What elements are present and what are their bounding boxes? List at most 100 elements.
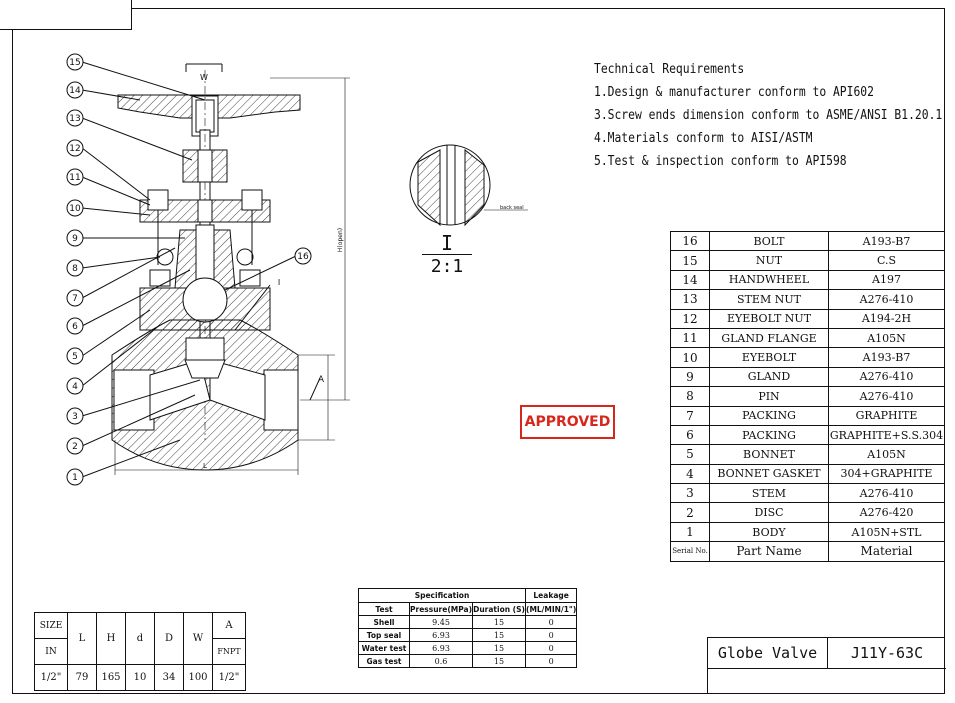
fnpt-header: FNPT: [212, 638, 246, 665]
parts-cell-part: PACKING: [709, 405, 829, 426]
callout-6: [66, 317, 84, 335]
spec-cell-pressure: 6.93: [408, 628, 474, 642]
callout-text: 12: [69, 144, 80, 154]
parts-cell-no: 13: [670, 289, 710, 310]
callout-10: [66, 199, 84, 217]
parts-cell-material: A276-420: [828, 502, 945, 523]
dim-cell: 1/2": [212, 664, 246, 691]
callout-11: [66, 168, 84, 186]
spec-cell-test: Water test: [358, 641, 410, 655]
spec-cell-pressure: 6.93: [408, 641, 474, 655]
callout-text: 14: [69, 86, 81, 96]
dim-cell: 100: [183, 664, 213, 691]
parts-cell-part: GLAND FLANGE: [709, 327, 829, 349]
spec-cell-pressure: 0.6: [408, 654, 474, 668]
callout-text: 8: [72, 264, 78, 274]
parts-cell-no: 3: [670, 483, 710, 504]
parts-cell-no: 4: [670, 463, 710, 485]
parts-cell-no: 16: [670, 230, 710, 252]
tech-item: 4.Materials conform to AISI/ASTM: [594, 131, 813, 146]
spec-cell-duration: 15: [472, 628, 527, 642]
section-i-label: I: [278, 278, 280, 287]
parts-cell-material: A105N: [828, 444, 945, 465]
detail-scale: 2:1: [422, 254, 472, 279]
parts-cell-no: 8: [670, 386, 710, 407]
parts-cell-material: A276-410: [828, 366, 945, 388]
parts-cell-no: 11: [670, 327, 710, 349]
spec-cell-duration: 15: [472, 641, 527, 655]
parts-cell-material: A105N: [828, 327, 945, 349]
parts-cell-material: A197: [828, 269, 945, 291]
dim-cell: 10: [125, 664, 155, 691]
parts-cell-part: BONNET: [709, 444, 829, 465]
spec-cell-test: Top seal: [358, 628, 410, 642]
parts-cell-material: GRAPHITE+S.S.304: [828, 424, 945, 446]
spec-cell-leak: 0: [525, 628, 578, 642]
tech-item: 5.Test & inspection conform to API598: [594, 154, 847, 169]
parts-cell-part: BONNET GASKET: [709, 463, 829, 485]
col-leak: (ML/MIN/1"): [525, 602, 578, 616]
detail-label: I: [440, 231, 454, 255]
callout-7: [66, 289, 84, 307]
parts-cell-part: GLAND: [709, 366, 829, 388]
parts-header-part: Part Name: [709, 541, 829, 562]
parts-cell-material: A193-B7: [828, 347, 945, 368]
corner-box: [0, 0, 132, 30]
callout-text: 9: [72, 234, 78, 244]
spec-cell-leak: 0: [525, 641, 578, 655]
spec-cell-test: Shell: [358, 615, 410, 629]
technical-requirements: Technical Requirements 1.Design & manufa…: [594, 58, 942, 173]
title-block: Globe Valve J11Y-63C: [707, 637, 946, 694]
specification-table: Specification Leakage Test Pressure(MPa)…: [357, 588, 578, 668]
dim-a-label: A: [318, 375, 325, 385]
spec-cell-duration: 15: [472, 615, 527, 629]
spec-header: Specification: [357, 588, 527, 603]
callout-text: 13: [69, 114, 80, 124]
parts-cell-no: 14: [670, 269, 710, 291]
size-header: SIZE: [34, 612, 68, 639]
col-pressure: Pressure(MPa): [408, 602, 474, 616]
parts-cell-part: STEM: [709, 483, 829, 504]
parts-cell-part: DISC: [709, 502, 829, 523]
callout-4: [66, 377, 84, 395]
parts-cell-no: 5: [670, 444, 710, 465]
spec-cell-pressure: 9.45: [408, 615, 474, 629]
tech-heading: Technical Requirements: [594, 62, 745, 77]
spec-cell-test: Gas test: [358, 654, 410, 668]
parts-cell-material: A276-410: [828, 289, 945, 310]
dim-cell: 1/2": [34, 664, 68, 691]
callout-text: 2: [72, 442, 78, 452]
parts-cell-no: 1: [670, 521, 710, 543]
product-code: J11Y-63C: [850, 644, 924, 662]
callout-text: 3: [72, 412, 78, 422]
dim-h-label: H(open): [337, 228, 344, 252]
parts-cell-material: A276-410: [828, 386, 945, 407]
parts-cell-no: 15: [670, 250, 710, 271]
dim-col-header: d: [125, 612, 155, 665]
parts-cell-part: STEM NUT: [709, 289, 829, 310]
detail-scale-label: I 2:1: [422, 232, 472, 279]
parts-cell-material: A193-B7: [828, 230, 945, 252]
parts-cell-no: 6: [670, 424, 710, 446]
parts-cell-material: C.S: [828, 250, 945, 271]
spec-cell-leak: 0: [525, 615, 578, 629]
dimension-table: SIZE L H d D W A IN FNPT 1/2" 79 165 10 …: [34, 612, 246, 691]
